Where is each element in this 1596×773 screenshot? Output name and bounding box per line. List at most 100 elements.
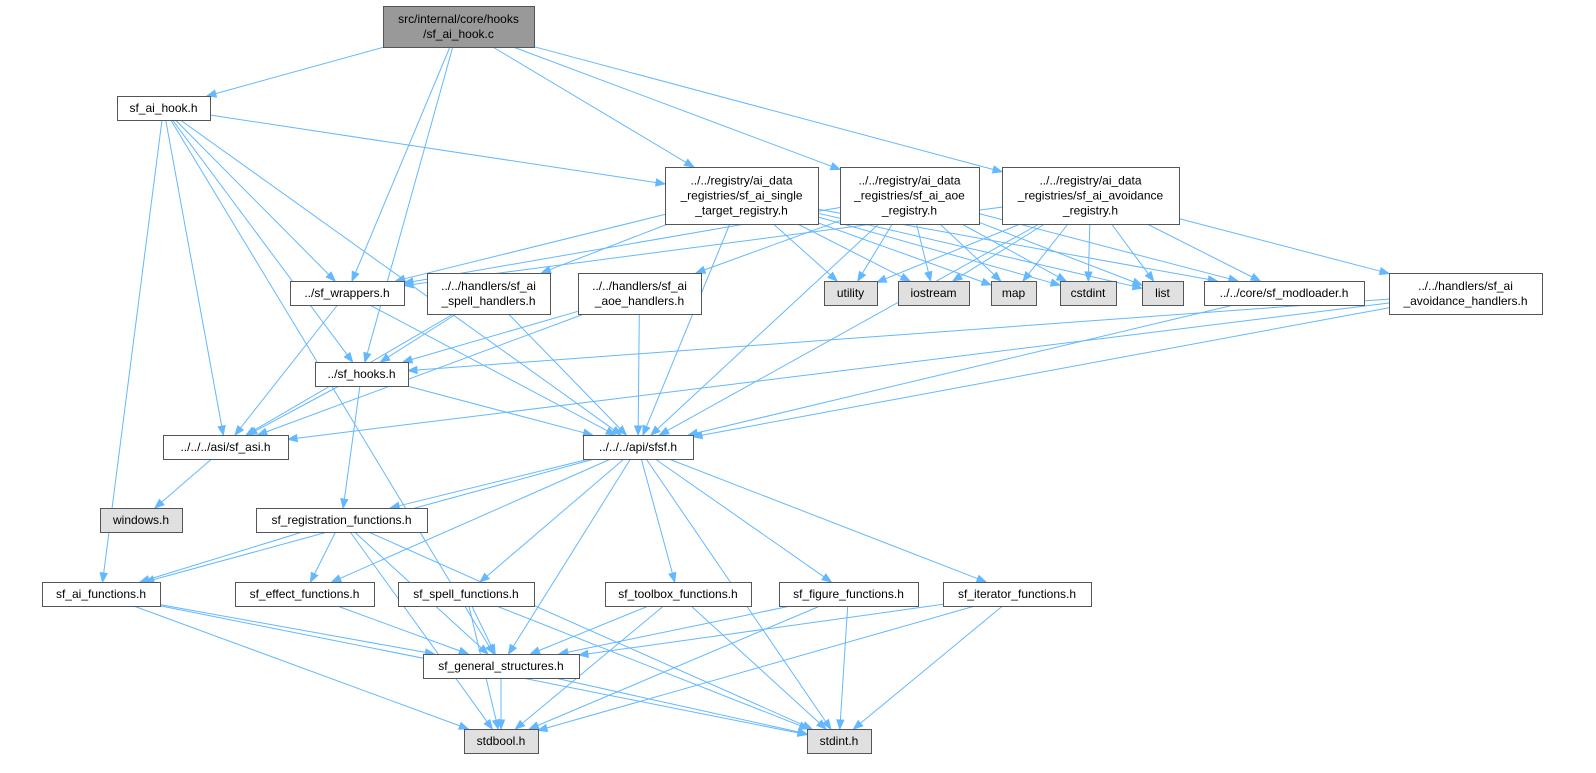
node-box [898, 281, 970, 306]
edge-toolbox_functions-to-general_structures [529, 605, 649, 655]
node-label-line: sf_spell_functions.h [413, 587, 518, 601]
node-cstdint: cstdint [1060, 281, 1117, 306]
node-box [840, 167, 980, 225]
edge-arrowhead [153, 498, 165, 509]
node-box [605, 582, 752, 607]
edge-aoe_registry-to-sfsf [649, 223, 880, 436]
edge-toolbox_functions-to-stdbool [514, 605, 664, 730]
node-ai_functions[interactable]: sf_ai_functions.h [42, 582, 161, 607]
edge-registration_functions-to-effect_functions [309, 531, 336, 584]
edge-single_target_registry-to-utility [773, 223, 839, 282]
edge-avoidance_registry-to-cstdint [1084, 223, 1093, 283]
node-box [100, 508, 183, 533]
edge-single_target_registry-to-map [817, 222, 993, 286]
edge-line [538, 605, 649, 652]
node-general_structures[interactable]: sf_general_structures.h [423, 654, 580, 679]
node-label-line: src/internal/core/hooks [398, 12, 519, 26]
edge-sfsf-to-figure_functions [654, 458, 833, 583]
node-box [991, 281, 1037, 306]
edge-registration_functions-to-stdint [368, 531, 814, 730]
node-figure_functions[interactable]: sf_figure_functions.h [779, 582, 919, 607]
node-sf_hooks[interactable]: ../sf_hooks.h [315, 362, 409, 387]
node-sfsf[interactable]: ../../../api/sfsf.h [583, 435, 694, 460]
edge-arrowhead [457, 721, 470, 730]
edge-line [215, 46, 385, 95]
node-effect_functions[interactable]: sf_effect_functions.h [235, 582, 375, 607]
node-label-line: _avoidance_handlers.h [1402, 294, 1527, 308]
node-root[interactable]: src/internal/core/hooks/sf_ai_hook.c [383, 6, 535, 48]
edge-line [817, 222, 983, 283]
edge-arrowhead [256, 427, 269, 436]
edge-arrowhead [899, 272, 912, 282]
edge-arrowhead [577, 649, 590, 658]
node-registration_functions[interactable]: sf_registration_functions.h [256, 508, 428, 533]
edge-line [861, 223, 893, 274]
edge-line [404, 213, 666, 280]
node-label-line: sf_toolbox_functions.h [618, 587, 737, 601]
node-box [578, 273, 702, 315]
node-label-line: ../../../api/sfsf.h [599, 440, 677, 454]
edge-sf_hooks-to-registration_functions [340, 385, 361, 510]
edge-arrowhead [406, 365, 418, 375]
edge-avoidance_registry-to-modloader [1146, 223, 1262, 282]
edge-line [657, 223, 880, 430]
node-label-line: sf_ai_functions.h [56, 587, 146, 601]
node-modloader[interactable]: ../../core/sf_modloader.h [1204, 281, 1365, 306]
node-label-line: _registries/sf_ai_aoe [853, 189, 965, 203]
node-single_target_registry[interactable]: ../../registry/ai_data_registries/sf_ai_… [665, 167, 819, 225]
node-spell_handlers[interactable]: ../../handlers/sf_ai_spell_handlers.h [427, 273, 551, 315]
node-map: map [991, 281, 1037, 306]
edge-root-to-sf_ai_hook_h [205, 46, 385, 98]
node-label-line: stdint.h [820, 734, 859, 748]
edge-arrowhead [990, 271, 1002, 282]
node-avoidance_registry[interactable]: ../../registry/ai_data_registries/sf_ai_… [1002, 167, 1180, 225]
edge-line [961, 223, 1059, 278]
edge-line [1028, 223, 1069, 275]
edge-sf_ai_hook_h-to-ai_functions [99, 119, 163, 584]
edge-arrowhead [655, 178, 667, 187]
edge-line [496, 605, 801, 727]
edge-avoidance_registry-to-map [1022, 223, 1069, 283]
node-label-line: sf_registration_functions.h [271, 513, 411, 527]
node-sf_ai_hook_h[interactable]: sf_ai_hook.h [117, 96, 211, 121]
edge-spell_handlers-to-sfsf [508, 313, 628, 436]
edge-line [296, 302, 1390, 439]
edge-iterator_functions-to-general_structures [577, 603, 944, 658]
node-avoidance_handlers[interactable]: ../../handlers/sf_ai_avoidance_handlers.… [1389, 273, 1543, 315]
node-box [383, 6, 535, 48]
node-label-line: sf_effect_functions.h [250, 587, 360, 601]
node-stdint: stdint.h [807, 729, 872, 754]
node-iterator_functions[interactable]: sf_iterator_functions.h [943, 582, 1092, 607]
edge-arrowhead [991, 165, 1004, 174]
edge-arrowhead [99, 572, 108, 584]
node-sf_wrappers[interactable]: ../sf_wrappers.h [290, 281, 405, 306]
edge-line [314, 531, 336, 575]
edge-line [148, 531, 303, 580]
edge-sf_ai_hook_h-to-sf_hooks [171, 119, 354, 364]
edge-line [701, 307, 1390, 436]
node-windows: windows.h [100, 508, 183, 533]
node-spell_functions[interactable]: sf_spell_functions.h [398, 582, 535, 607]
edge-line [165, 119, 223, 427]
node-aoe_handlers[interactable]: ../../handlers/sf_ai_aoe_handlers.h [578, 273, 702, 315]
edge-line [416, 298, 1390, 371]
node-label-line: _target_registry.h [694, 204, 788, 218]
edge-iterator_functions-to-stdint [852, 605, 1003, 730]
node-sf_asi[interactable]: ../../../asi/sf_asi.h [163, 435, 289, 460]
edge-arrowhead [217, 424, 226, 437]
edge-sf_ai_hook_h-to-single_target_registry [209, 114, 667, 187]
node-box [315, 362, 409, 387]
edge-sf_wrappers-to-sf_asi [234, 304, 338, 437]
node-label-line: _registries/sf_ai_single [679, 189, 802, 203]
edge-sf_hooks-to-sf_asi [246, 385, 340, 436]
node-toolbox_functions[interactable]: sf_toolbox_functions.h [605, 582, 752, 607]
edge-arrowhead [478, 572, 491, 583]
edge-line [337, 605, 460, 652]
edge-arrowhead [668, 571, 677, 584]
edge-arrowhead [683, 158, 695, 168]
node-box [163, 435, 289, 460]
edge-aoe_registry-to-map [939, 223, 1002, 282]
node-aoe_registry[interactable]: ../../registry/ai_data_registries/sf_ai_… [840, 167, 980, 225]
edge-arrowhead [857, 270, 867, 283]
